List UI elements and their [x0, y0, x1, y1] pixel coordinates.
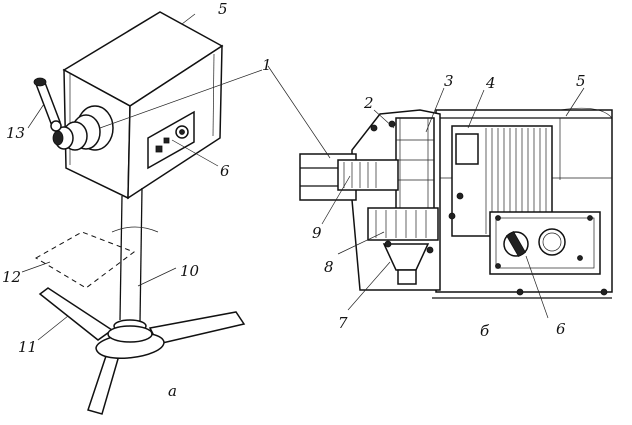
callout-13: 13 — [6, 124, 25, 142]
housing-box — [62, 11, 224, 200]
callout-1: 1 — [262, 56, 272, 74]
section-control-panel — [489, 211, 601, 275]
callout-5-b: 5 — [576, 72, 586, 90]
handle-lever — [33, 77, 62, 132]
caption-a: а — [168, 382, 177, 400]
dashed-table-outline — [35, 231, 136, 289]
base-bolts — [432, 288, 612, 299]
view-b-leaders — [267, 65, 585, 319]
view-b-labels: 2 3 4 5 9 8 7 6 б — [312, 72, 586, 340]
view-b-drawing — [267, 65, 613, 319]
callout-8: 8 — [324, 258, 334, 276]
callout-6-a: 6 — [220, 162, 230, 180]
view-a-labels: 5 1 6 13 10 12 11 а — [2, 0, 272, 400]
gearbox — [351, 109, 464, 291]
view-a-leaders — [21, 13, 263, 341]
callout-3: 3 — [444, 72, 454, 90]
control-panel — [147, 110, 195, 170]
tripod-base — [38, 287, 246, 415]
callout-12: 12 — [2, 268, 21, 286]
callout-10: 10 — [180, 262, 200, 280]
callout-5-a: 5 — [218, 0, 228, 18]
caption-b: б — [480, 322, 490, 340]
callout-11: 11 — [18, 338, 37, 356]
spindle-nozzle — [52, 105, 114, 151]
callout-2: 2 — [363, 94, 374, 112]
callout-9: 9 — [312, 224, 322, 242]
view-a-drawing — [21, 11, 263, 415]
callout-4: 4 — [485, 74, 496, 92]
callout-7: 7 — [338, 314, 348, 332]
callout-6-b: 6 — [556, 320, 566, 338]
column — [111, 187, 159, 333]
section-nozzle — [299, 153, 399, 201]
